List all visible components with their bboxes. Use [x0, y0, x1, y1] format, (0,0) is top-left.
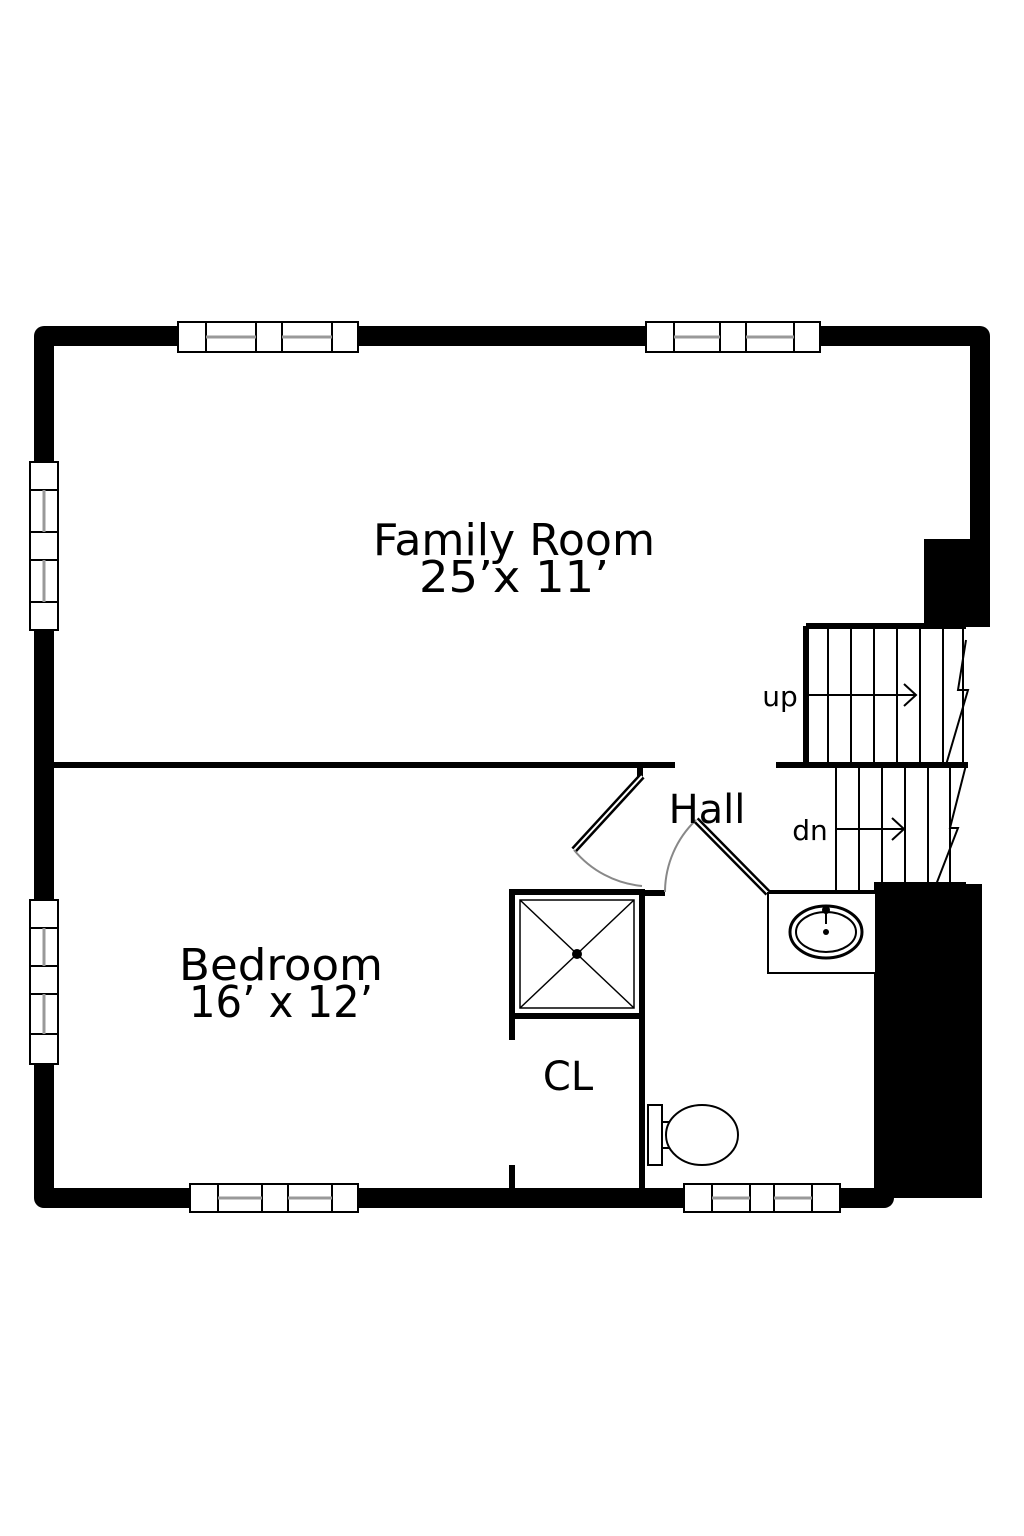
family-room-name: Family Room — [373, 515, 655, 566]
windows — [29, 321, 841, 1213]
shower-inner — [519, 899, 635, 1009]
hall-label: Hall — [669, 787, 746, 833]
vanity-sink — [767, 892, 877, 974]
window-top-right — [645, 321, 821, 353]
solid-wall-mass — [874, 884, 982, 1198]
window-top-left — [177, 321, 359, 353]
stairs-up — [806, 626, 970, 766]
stair-down-arrow-head — [891, 817, 906, 841]
chimney-block — [924, 539, 990, 627]
window-left-upper — [29, 461, 59, 631]
window-bottom-left — [189, 1183, 359, 1213]
bath-door-swing — [664, 819, 697, 893]
stairs-up-label: up — [762, 680, 798, 713]
toilet-tank — [647, 1104, 663, 1166]
stair-up-arrow-head — [903, 683, 918, 707]
shower-stall — [509, 889, 645, 1019]
solid-wall-cap — [874, 882, 966, 892]
bedroom-door — [571, 773, 645, 887]
window-left-lower — [29, 899, 59, 1065]
stairs-down-label: dn — [792, 814, 828, 847]
bedroom-name: Bedroom — [179, 940, 383, 991]
window-bottom-right — [683, 1183, 841, 1213]
toilet — [647, 1104, 739, 1166]
sink-drain-icon — [823, 929, 829, 935]
shower-drain-icon — [572, 949, 582, 959]
stair-break-line-down — [933, 764, 967, 891]
stair-break-line-up — [945, 639, 970, 766]
toilet-bowl — [665, 1104, 739, 1166]
closet-label: CL — [543, 1054, 594, 1100]
bath-door-leaf-inner — [695, 819, 769, 894]
bedroom-dims: 16’ x 12’ — [189, 977, 373, 1028]
bath-door — [664, 817, 771, 896]
bedroom-door-swing — [573, 849, 643, 887]
family-room-dims: 25’x 11’ — [419, 552, 609, 603]
shower-frame — [509, 889, 645, 1019]
stairs-down — [835, 764, 967, 891]
bedroom-door-leaf-inner — [573, 775, 643, 851]
